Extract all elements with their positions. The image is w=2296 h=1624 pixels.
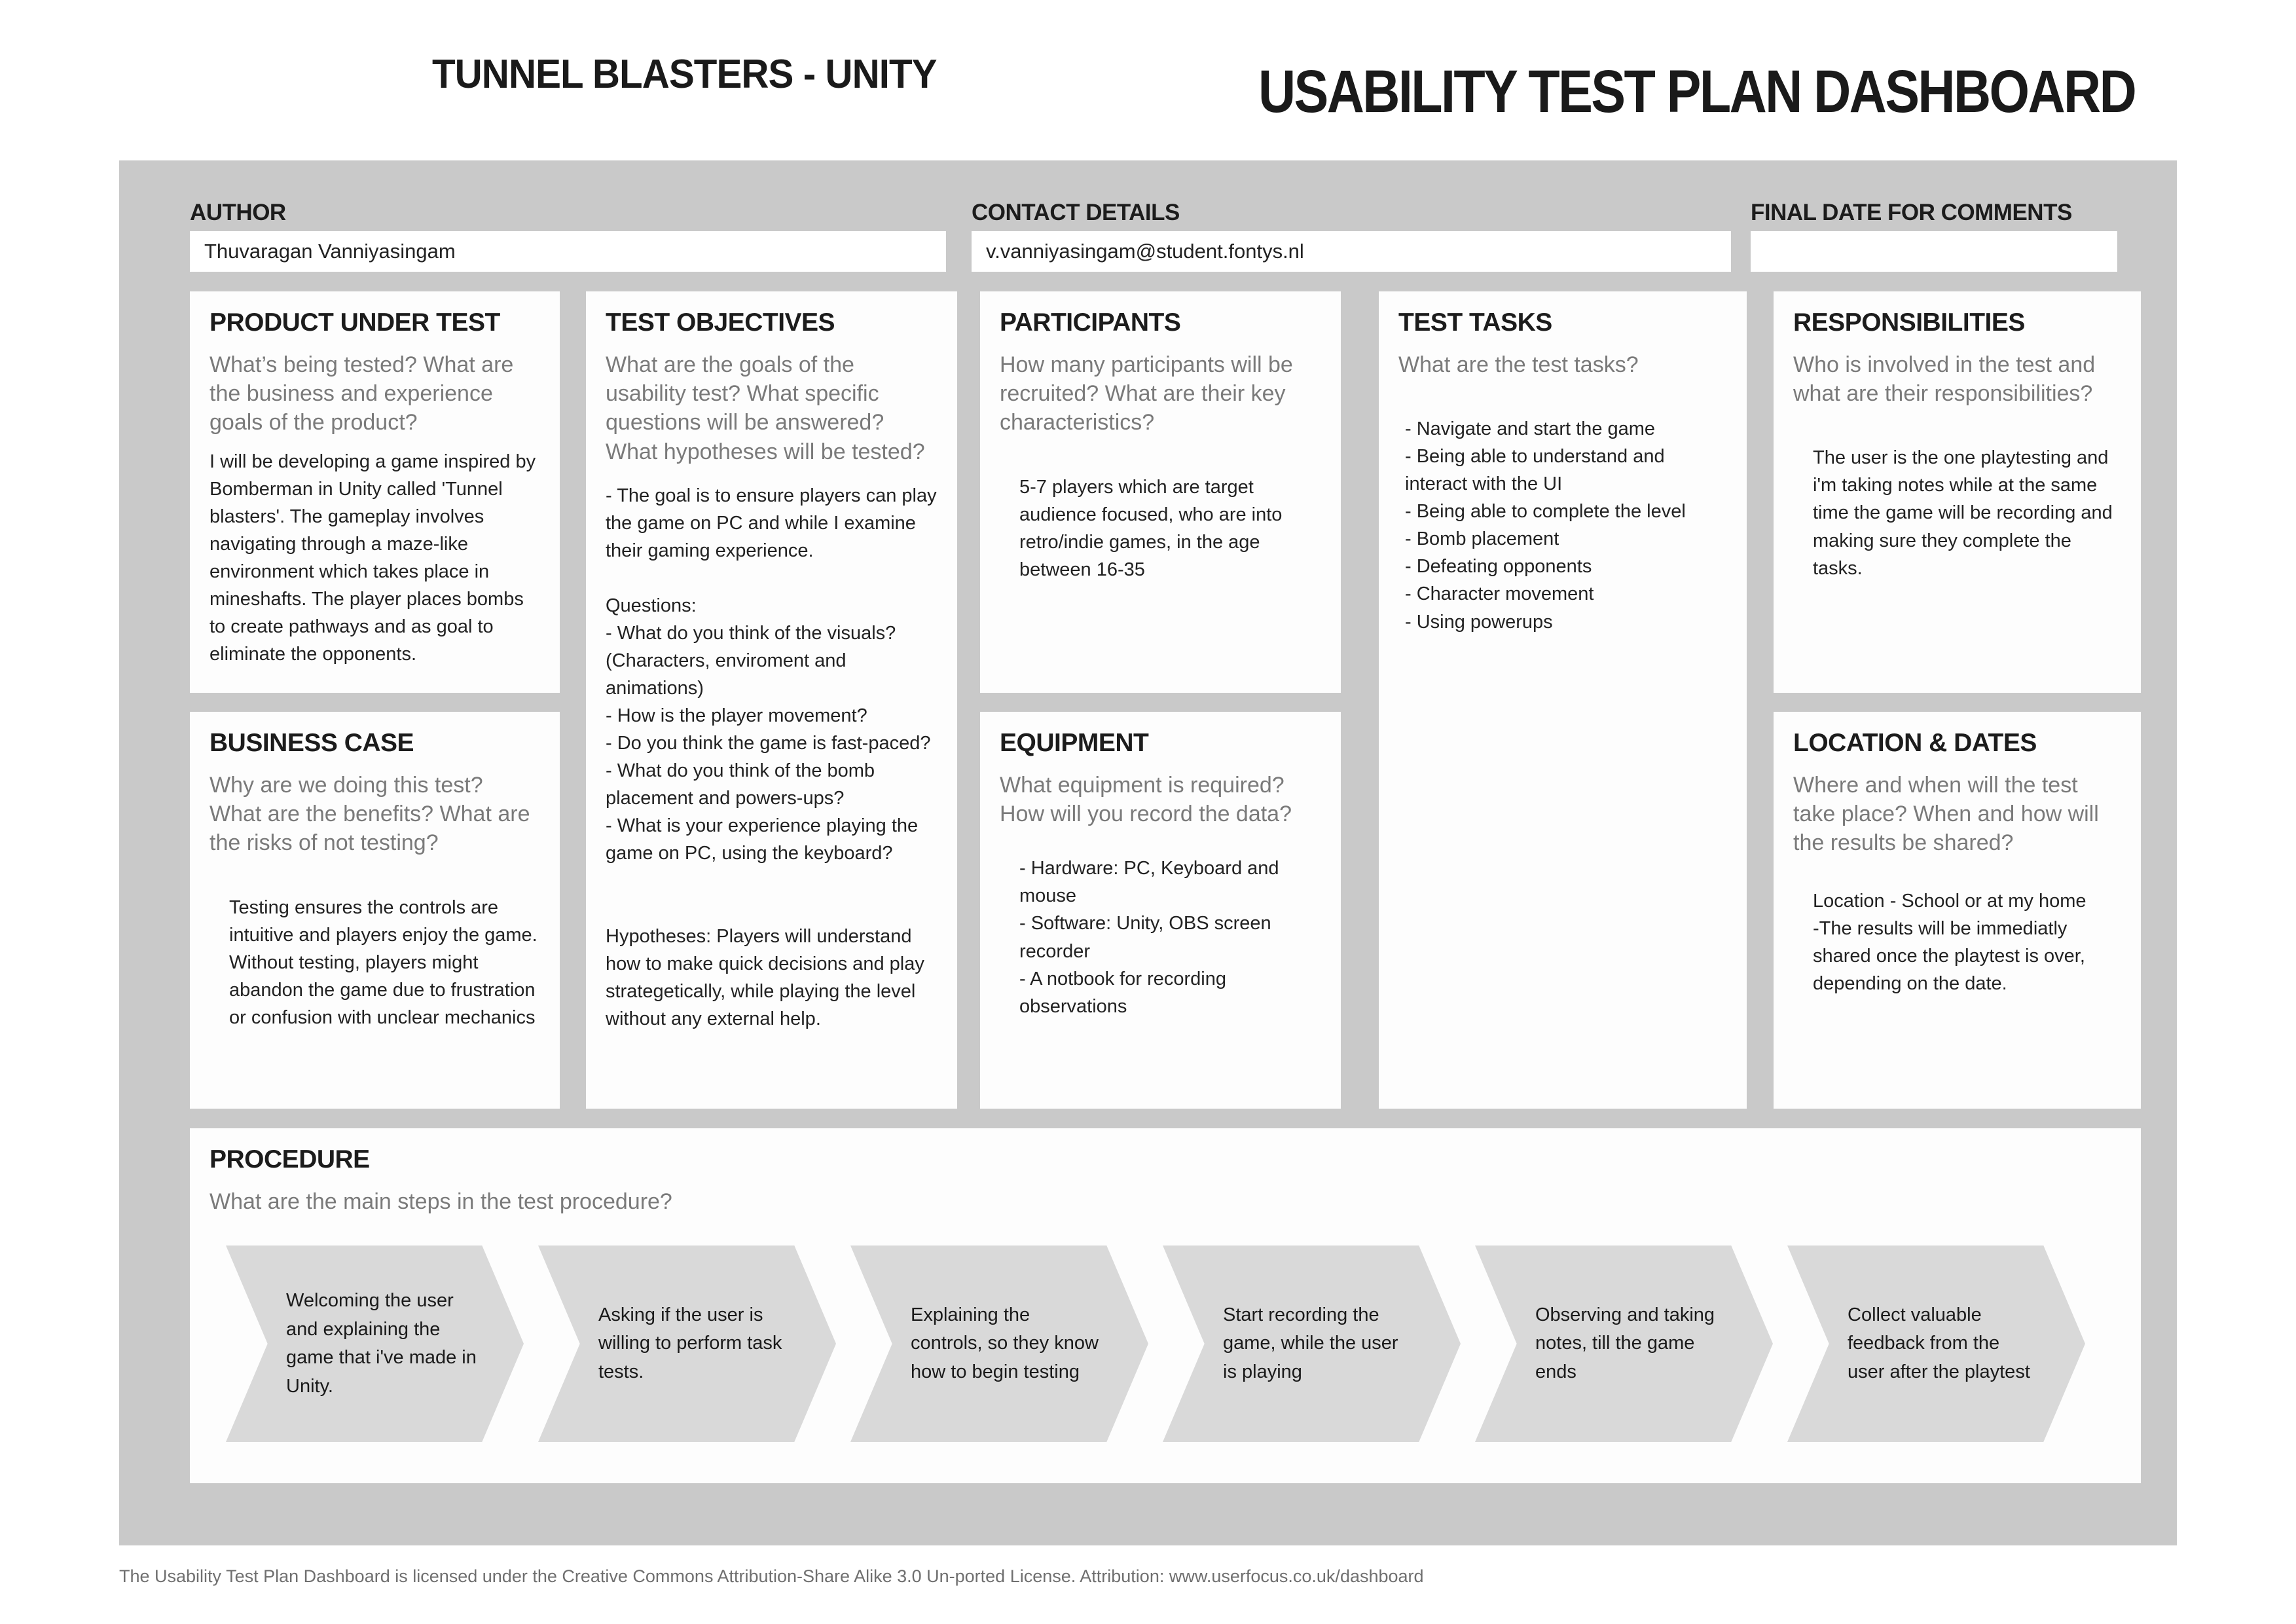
card-prompt: What are the test tasks? bbox=[1398, 352, 1639, 377]
card-business-case: BUSINESS CASE Why are we doing this test… bbox=[190, 712, 560, 1109]
contact-details-input[interactable] bbox=[972, 231, 1731, 272]
card-answer: - The goal is to ensure players can play… bbox=[606, 485, 937, 1029]
card-title: EQUIPMENT bbox=[1000, 729, 1149, 757]
procedure-step-text: Asking if the user is willing to perform… bbox=[598, 1304, 782, 1382]
procedure-step-text: Welcoming the user and explaining the ga… bbox=[286, 1290, 477, 1397]
license-text: The Usability Test Plan Dashboard is lic… bbox=[119, 1566, 1424, 1586]
card-participants: PARTICIPANTS How many participants will … bbox=[980, 291, 1341, 693]
author-input[interactable] bbox=[190, 231, 946, 272]
procedure-step-chevron: Collect valuable feedback from the user … bbox=[1787, 1246, 2085, 1442]
card-title: TEST OBJECTIVES bbox=[606, 308, 835, 337]
card-prompt: What are the goals of the usability test… bbox=[606, 352, 925, 464]
card-answer: I will be developing a game inspired by … bbox=[210, 451, 536, 665]
card-title: PRODUCT UNDER TEST bbox=[210, 308, 500, 337]
card-product-under-test: PRODUCT UNDER TEST What’s being tested? … bbox=[190, 291, 560, 693]
card-prompt: Why are we doing this test? What are the… bbox=[210, 773, 530, 856]
procedure-step-chevron: Start recording the game, while the user… bbox=[1163, 1246, 1461, 1442]
final-date-label: FINAL DATE FOR COMMENTS bbox=[1751, 200, 2072, 225]
card-title: PROCEDURE bbox=[210, 1145, 370, 1173]
contact-details-label: CONTACT DETAILS bbox=[972, 200, 1180, 225]
final-date-input[interactable] bbox=[1751, 231, 2117, 272]
project-title: TUNNEL BLASTERS - UNITY bbox=[432, 52, 938, 97]
procedure-step-chevron: Observing and taking notes, till the gam… bbox=[1475, 1246, 1773, 1442]
card-title: PARTICIPANTS bbox=[1000, 308, 1181, 337]
card-prompt: Where and when will the test take place?… bbox=[1793, 773, 2099, 856]
card-prompt: Who is involved in the test and what are… bbox=[1793, 352, 2096, 407]
card-procedure: PROCEDURE What are the main steps in the… bbox=[190, 1128, 2141, 1483]
card-equipment: EQUIPMENT What equipment is required? Ho… bbox=[980, 712, 1341, 1109]
card-title: BUSINESS CASE bbox=[210, 729, 414, 757]
procedure-step-text: Start recording the game, while the user… bbox=[1223, 1304, 1398, 1382]
card-location-dates: LOCATION & DATES Where and when will the… bbox=[1774, 712, 2141, 1109]
card-prompt: What are the main steps in the test proc… bbox=[210, 1189, 672, 1214]
card-answer: - Hardware: PC, Keyboard and mouse - Sof… bbox=[1019, 858, 1279, 1017]
procedure-step-text: Observing and taking notes, till the gam… bbox=[1535, 1304, 1715, 1382]
card-prompt: How many participants will be recruited?… bbox=[1000, 352, 1293, 435]
card-responsibilities: RESPONSIBILITIES Who is involved in the … bbox=[1774, 291, 2141, 693]
card-title: RESPONSIBILITIES bbox=[1793, 308, 2025, 337]
card-title: TEST TASKS bbox=[1398, 308, 1552, 337]
procedure-step-text: Collect valuable feedback from the user … bbox=[1848, 1304, 2030, 1382]
dashboard-panel: AUTHOR CONTACT DETAILS FINAL DATE FOR CO… bbox=[119, 160, 2177, 1545]
card-answer: The user is the one playtesting and i'm … bbox=[1813, 447, 2113, 579]
author-label: AUTHOR bbox=[190, 200, 286, 225]
page-title: USABILITY TEST PLAN DASHBOARD bbox=[1258, 58, 2137, 125]
procedure-step-text: Explaining the controls, so they know ho… bbox=[911, 1304, 1099, 1382]
card-test-objectives: TEST OBJECTIVES What are the goals of th… bbox=[586, 291, 957, 1109]
card-answer: Location - School or at my home -The res… bbox=[1813, 890, 2086, 994]
procedure-step-chevron: Asking if the user is willing to perform… bbox=[538, 1246, 836, 1442]
procedure-step-chevron: Explaining the controls, so they know ho… bbox=[850, 1246, 1148, 1442]
card-answer: Testing ensures the controls are intuiti… bbox=[229, 896, 538, 1028]
card-title: LOCATION & DATES bbox=[1793, 729, 2037, 757]
card-prompt: What’s being tested? What are the busine… bbox=[210, 352, 514, 435]
card-answer: - Navigate and start the game - Being ab… bbox=[1405, 418, 1686, 633]
card-test-tasks: TEST TASKS What are the test tasks? - Na… bbox=[1379, 291, 1747, 1109]
card-prompt: What equipment is required? How will you… bbox=[1000, 773, 1292, 827]
card-answer: 5-7 players which are target audience fo… bbox=[1019, 476, 1283, 580]
procedure-step-chevron: Welcoming the user and explaining the ga… bbox=[226, 1246, 524, 1442]
